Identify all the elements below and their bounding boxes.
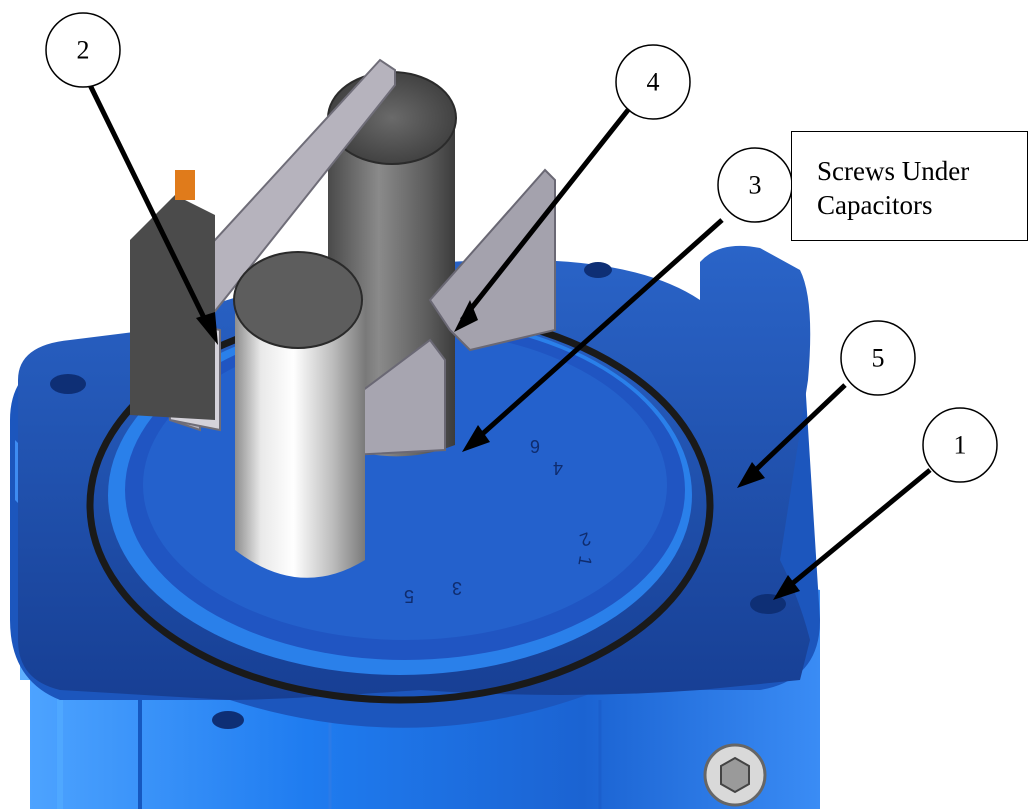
arrowhead-2 <box>196 312 218 345</box>
callout-3-label: 3 <box>749 171 762 200</box>
junction-box <box>130 170 215 420</box>
arrowhead-3 <box>462 425 490 452</box>
marking-1: 1 <box>574 554 595 567</box>
note-line-2: Capacitors <box>817 190 933 220</box>
callout-2: 2 <box>45 12 121 88</box>
callout-1-label: 1 <box>954 431 967 460</box>
leader-5 <box>743 383 847 482</box>
leader-3 <box>468 218 724 447</box>
callout-4: 4 <box>615 44 691 120</box>
set-screw <box>703 743 767 807</box>
leader-4 <box>460 108 630 322</box>
arrowhead-1 <box>773 575 800 600</box>
arrowhead-4 <box>454 300 478 332</box>
mounting-hole <box>584 262 612 278</box>
callout-1: 1 <box>922 407 998 483</box>
callout-2-label: 2 <box>77 36 90 65</box>
leader-lines <box>87 83 932 600</box>
note-line-1: Screws Under <box>817 156 970 186</box>
marking-6: 6 <box>530 436 540 456</box>
leader-1 <box>780 468 932 594</box>
callout-3: 3 <box>717 147 793 223</box>
marking-5: 5 <box>404 586 414 606</box>
arrowhead-5 <box>737 462 765 488</box>
leader-2 <box>87 83 213 332</box>
mounting-hole <box>212 711 244 729</box>
mounting-hole <box>750 594 786 614</box>
callout-5-label: 5 <box>872 344 885 373</box>
marking-3: 3 <box>452 578 462 598</box>
capacitor-small <box>233 251 365 578</box>
marking-4: 4 <box>553 458 563 478</box>
mounting-hole <box>50 374 86 394</box>
callout-4-label: 4 <box>647 68 660 97</box>
callout-5: 5 <box>840 320 916 396</box>
screws-note-box: Screws Under Capacitors <box>791 131 1028 241</box>
